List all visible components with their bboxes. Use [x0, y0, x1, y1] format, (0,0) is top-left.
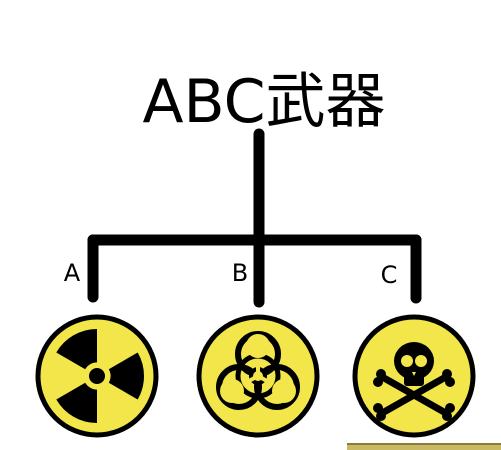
partial-photo-strip: [347, 443, 501, 450]
biohazard-icon: [196, 314, 320, 438]
radiation-icon: [35, 314, 159, 438]
branch-label-c: C: [381, 261, 398, 289]
branch-label-b: B: [232, 259, 248, 287]
branch-label-a: A: [64, 259, 81, 287]
skull-crossbones-icon: [352, 314, 476, 438]
tree-connectors: [87, 128, 422, 308]
diagram-title: ABC武器: [142, 67, 385, 137]
